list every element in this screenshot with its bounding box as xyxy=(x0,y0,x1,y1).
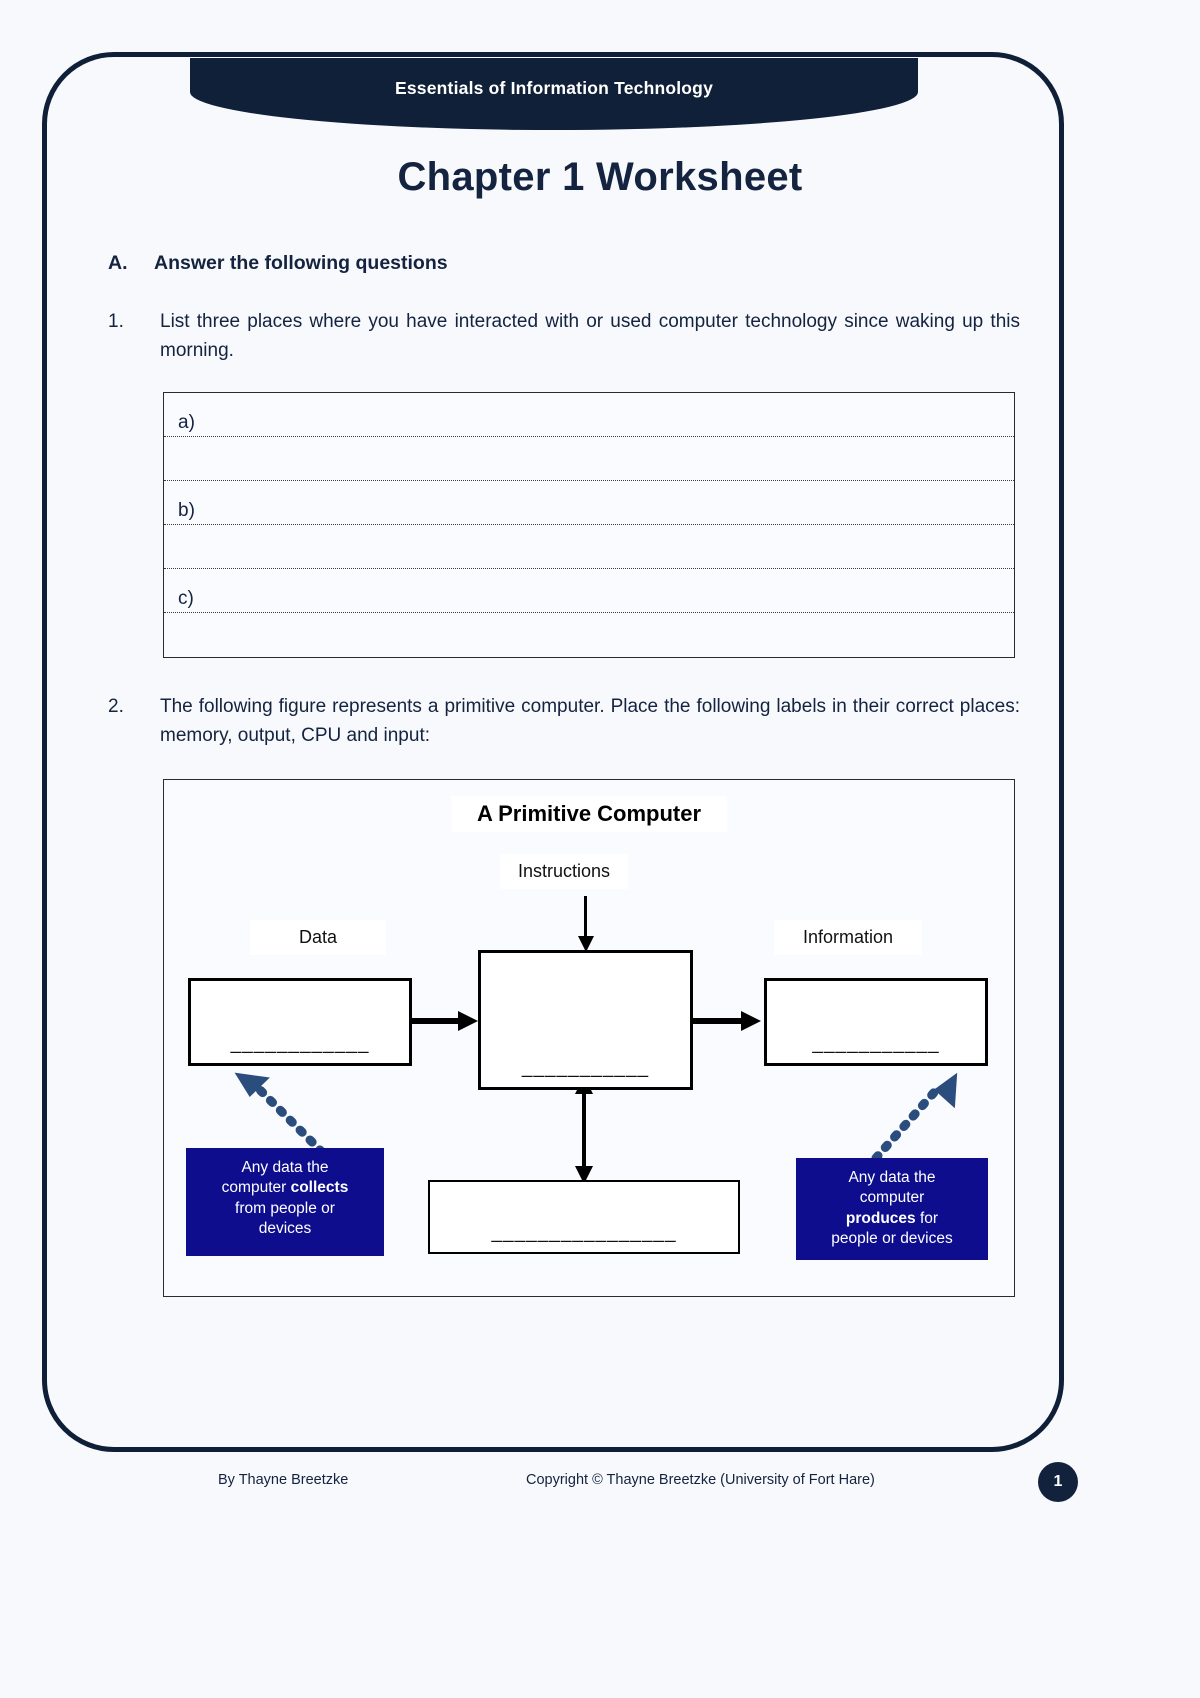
arrow-cpu-to-output-line xyxy=(693,1017,743,1024)
page-number-badge: 1 xyxy=(1038,1462,1078,1502)
blank-line-output: ___________ xyxy=(812,1032,940,1054)
callout-right-line3-post: for xyxy=(915,1209,939,1227)
arrow-instructions-to-cpu-line xyxy=(584,895,587,940)
callout-left-line4: devices xyxy=(258,1220,312,1238)
arrow-input-to-cpu-line xyxy=(412,1017,462,1024)
box-cpu-blank[interactable]: ___________ xyxy=(478,949,693,1090)
answer-label-blank-1 xyxy=(164,476,178,480)
callout-right-line1: Any data the xyxy=(848,1168,936,1186)
section-a-label: Answer the following questions xyxy=(154,252,448,274)
callout-right-line3-bold: produces xyxy=(845,1209,916,1227)
question-1-text: List three places where you have interac… xyxy=(160,311,1020,362)
banner-shape: Essentials of Information Technology xyxy=(190,58,918,130)
answer-label-c: c) xyxy=(178,587,194,609)
box-memory-blank[interactable]: ________________ xyxy=(428,1179,740,1254)
question-2-text: The following figure represents a primit… xyxy=(160,695,1020,747)
arrow-cpu-to-output-head xyxy=(741,1010,761,1031)
callout-input-description: Any data the computer collects from peop… xyxy=(186,1147,384,1256)
section-a-marker: A. xyxy=(108,252,128,274)
blank-line-memory: ________________ xyxy=(491,1221,677,1243)
callout-left-line1: Any data the xyxy=(241,1158,329,1176)
question-2-number: 2. xyxy=(108,695,124,717)
arrow-instructions-to-cpu-head xyxy=(578,935,594,952)
question-1-number: 1. xyxy=(108,311,124,332)
dotted-arrow-left xyxy=(234,1072,327,1157)
callout-output-description: Any data the computer produces for peopl… xyxy=(796,1157,988,1260)
primitive-computer-figure: A Primitive Computer Instructions Data I… xyxy=(163,778,1015,1297)
answer-row-b[interactable]: b) xyxy=(164,481,1014,525)
answer-label-a: a) xyxy=(178,411,195,433)
label-instructions: Instructions xyxy=(500,853,629,889)
label-data: Data xyxy=(250,919,386,955)
callout-right-line4: people or devices xyxy=(831,1230,953,1248)
answer-row-a[interactable]: a) xyxy=(164,393,1014,437)
callout-left-line2-pre: computer xyxy=(221,1179,291,1197)
dotted-arrow-right xyxy=(871,1072,958,1163)
answer-table-q1[interactable]: a) b) c) xyxy=(163,391,1015,658)
blank-line-cpu: ___________ xyxy=(521,1056,650,1078)
answer-row-a-cont[interactable] xyxy=(164,437,1014,481)
callout-left-line2-bold: collects xyxy=(290,1179,349,1197)
label-information: Information xyxy=(774,919,922,955)
question-1: 1. List three places where you have inte… xyxy=(108,307,1020,366)
section-a-heading: A. Answer the following questions xyxy=(108,252,1020,275)
answer-row-c[interactable]: c) xyxy=(164,569,1014,613)
page-title: Chapter 1 Worksheet xyxy=(397,155,803,199)
question-2: 2. The following figure represents a pri… xyxy=(108,692,1020,751)
callout-right-line2: computer xyxy=(859,1189,925,1207)
footer-copyright: Copyright © Thayne Breetzke (University … xyxy=(526,1472,875,1488)
answer-label-b: b) xyxy=(178,499,195,521)
figure-title: A Primitive Computer xyxy=(450,795,728,832)
answer-row-b-cont[interactable] xyxy=(164,525,1014,569)
worksheet-content: A. Answer the following questions 1. Lis… xyxy=(108,252,1020,1297)
arrow-cpu-memory-head-down xyxy=(575,1165,593,1184)
box-output-blank[interactable]: ___________ xyxy=(764,977,988,1066)
answer-label-blank-3 xyxy=(164,653,178,657)
banner-title: Essentials of Information Technology xyxy=(394,78,714,98)
callout-left-line3: from people or xyxy=(235,1199,335,1217)
header-banner: Essentials of Information Technology xyxy=(190,58,918,130)
answer-label-blank-2 xyxy=(164,564,178,568)
blank-line-input: ____________ xyxy=(230,1032,370,1054)
answer-row-c-cont[interactable] xyxy=(164,613,1014,657)
box-input-blank[interactable]: ____________ xyxy=(188,977,412,1066)
footer-author: By Thayne Breetzke xyxy=(218,1472,349,1488)
arrow-input-to-cpu-head xyxy=(458,1010,478,1031)
arrow-cpu-memory-line xyxy=(582,1079,586,1184)
